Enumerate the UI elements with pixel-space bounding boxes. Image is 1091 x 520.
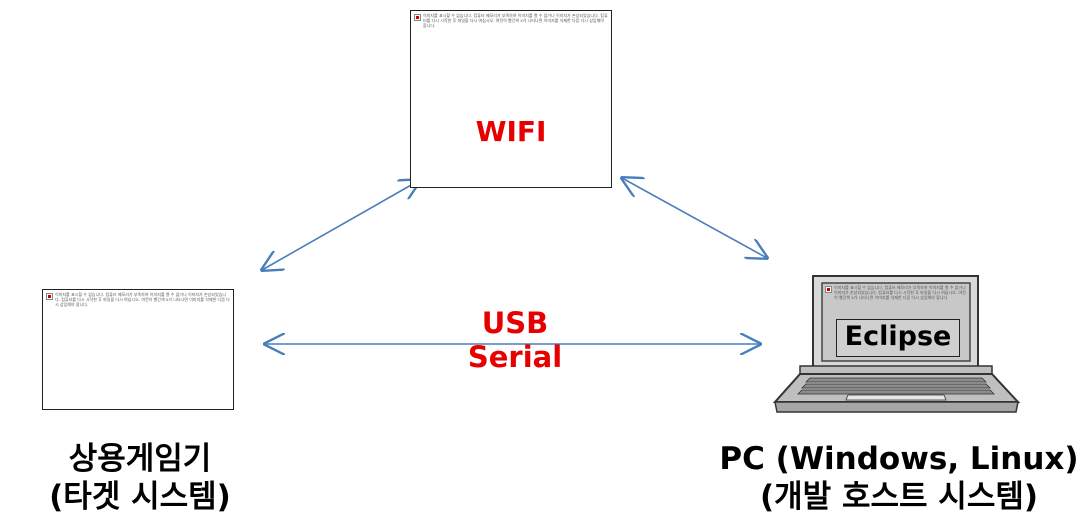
broken-image-icon [414,14,421,21]
target-caption-line2: (타겟 시스템) [49,479,231,515]
wifi-host-arrow [622,178,767,258]
target-caption-line1: 상용게임기 [68,441,212,477]
wifi-placeholder-text: 이미지를 표시할 수 없습니다. 컴퓨터 메모리가 부족하여 이미지를 열 수 … [423,13,608,28]
target-placeholder-text: 이미지를 표시할 수 없습니다. 컴퓨터 메모리가 부족하여 이미지를 열 수 … [55,292,230,307]
host-caption-line1: PC (Windows, Linux) [719,441,1079,477]
host-screen: 이미지를 표시할 수 없습니다. 컴퓨터 메모리가 부족하여 이미지를 열 수 … [822,283,970,361]
target-image-placeholder: 이미지를 표시할 수 없습니다. 컴퓨터 메모리가 부족하여 이미지를 열 수 … [42,289,234,410]
host-caption-line2: (개발 호스트 시스템) [759,479,1039,515]
host-placeholder-text: 이미지를 표시할 수 없습니다. 컴퓨터 메모리가 부족하여 이미지를 열 수 … [834,285,966,300]
host-caption: PC (Windows, Linux) (개발 호스트 시스템) [712,440,1086,516]
serial-label: Serial [467,340,563,374]
broken-image-icon [46,293,53,300]
eclipse-label: Eclipse [844,321,952,352]
usb-label: USB [481,306,549,340]
eclipse-label-box: Eclipse [836,319,960,357]
usb-serial-label: USB Serial [440,306,590,374]
wifi-target-arrow [262,180,420,270]
target-caption: 상용게임기 (타겟 시스템) [0,440,280,516]
broken-image-icon [825,286,832,293]
wifi-label: WIFI [475,115,547,148]
wifi-image-placeholder: 이미지를 표시할 수 없습니다. 컴퓨터 메모리가 부족하여 이미지를 열 수 … [410,10,612,188]
